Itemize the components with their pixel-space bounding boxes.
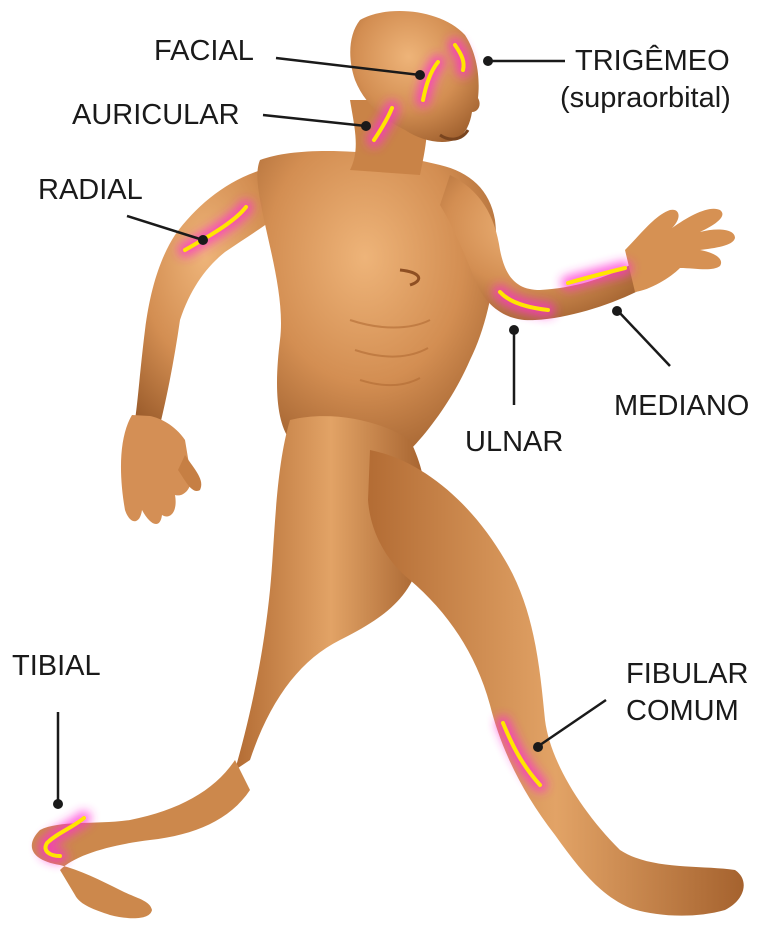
leader-auricular (263, 115, 366, 126)
label-tibial: TIBIAL (12, 649, 101, 683)
label-trigemeo: TRIGÊMEO (575, 44, 730, 78)
leader-fibular (540, 700, 606, 745)
label-fibular-line2: COMUM (626, 694, 739, 728)
label-facial: FACIAL (154, 34, 254, 68)
label-trigemeo-sub: (supraorbital) (560, 81, 731, 115)
leader-trigemeo-dot (483, 56, 493, 66)
label-mediano: MEDIANO (614, 389, 749, 423)
leader-ulnar-dot (509, 325, 519, 335)
label-auricular: AURICULAR (72, 98, 240, 132)
label-fibular-line1: FIBULAR (626, 657, 748, 691)
leader-mediano-dot (612, 306, 622, 316)
leader-fibular-dot (533, 742, 543, 752)
leader-auricular-dot (361, 121, 371, 131)
label-ulnar: ULNAR (465, 425, 563, 459)
leader-mediano (618, 311, 670, 366)
head (350, 11, 480, 175)
leader-tibial-dot (53, 799, 63, 809)
leader-radial-dot (198, 235, 208, 245)
leader-facial-dot (415, 70, 425, 80)
label-radial: RADIAL (38, 173, 143, 207)
